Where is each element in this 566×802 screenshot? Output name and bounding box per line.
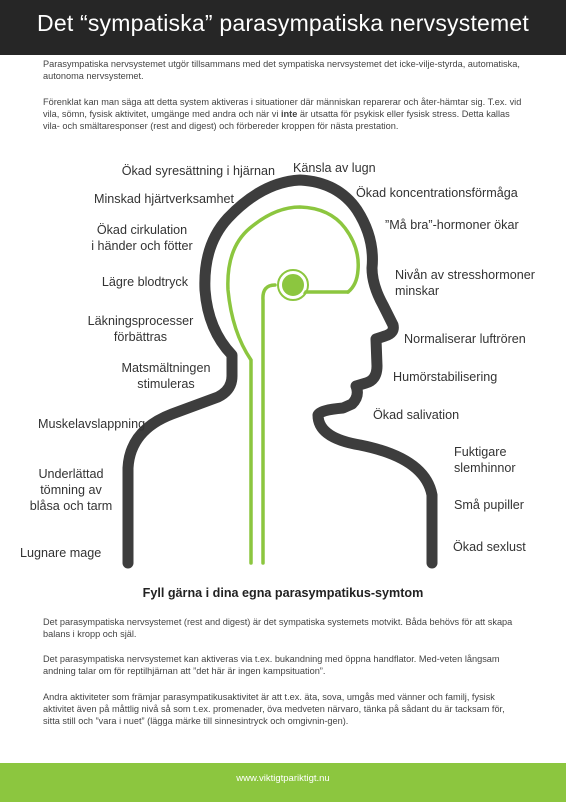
symptom-left-8: Underlättad tömning av blåsa och tarm <box>29 467 113 513</box>
symptom-right-2: Ökad koncentrationsförmåga <box>356 186 518 200</box>
symptom-right-9: Små pupiller <box>454 498 524 512</box>
page-title: Det “sympatiska” parasympatiska nervsyst… <box>37 10 529 36</box>
symptom-right-1: Känsla av lugn <box>293 161 376 175</box>
intro-paragraph-2: Förenklat kan man säga att detta system … <box>43 97 522 131</box>
brain-node-ring <box>277 269 309 301</box>
symptom-right-8: Fuktigare slemhinnor <box>454 445 516 475</box>
nerve-inner <box>261 283 277 565</box>
symptom-left-4: Lägre blodtryck <box>101 275 188 289</box>
brain-node <box>280 272 306 298</box>
head-outline <box>122 174 438 569</box>
symptom-right-6: Humörstabilisering <box>393 370 498 384</box>
symptom-left-2: Minskad hjärtverksamhet <box>94 192 234 206</box>
symptom-right-10: Ökad sexlust <box>453 540 526 554</box>
symptom-right-3: ”Må bra”-hormoner ökar <box>385 218 519 232</box>
section-paragraph-1: Det parasympatiska nervsystemet (rest an… <box>43 617 513 639</box>
symptom-left-5: Läkningsprocesser förbättras <box>87 314 194 344</box>
footer-bar: www.viktigtpariktigt.nu <box>0 763 566 802</box>
header-bar: Det “sympatiska” parasympatiska nervsyst… <box>0 0 566 55</box>
symptom-left-3: Ökad cirkulation i händer och fötter <box>91 223 193 253</box>
section-title: Fyll gärna i dina egna parasympatikus-sy… <box>142 586 424 600</box>
nerve-outline <box>226 205 360 565</box>
symptom-left-1: Ökad syresättning i hjärnan <box>121 164 275 178</box>
symptom-left-9: Lugnare mage <box>20 546 102 560</box>
footer-url-link[interactable]: www.viktigtpariktigt.nu <box>236 773 330 784</box>
section-paragraph-2: Det parasympatiska nervsystemet kan akti… <box>43 654 500 676</box>
symptom-right-7: Ökad salivation <box>373 408 460 422</box>
intro-paragraph-1: Parasympatiska nervsystemet utgör tillsa… <box>43 59 520 81</box>
symptom-left-6: Matsmältningen stimuleras <box>121 361 211 391</box>
symptom-left-7: Muskelavslappning <box>38 417 146 431</box>
section-paragraph-3: Andra aktiviteter som främjar parasympat… <box>43 692 505 726</box>
symptom-right-5: Normaliserar luftrören <box>404 332 526 346</box>
symptom-right-4: Nivån av stresshormoner minskar <box>395 268 535 298</box>
